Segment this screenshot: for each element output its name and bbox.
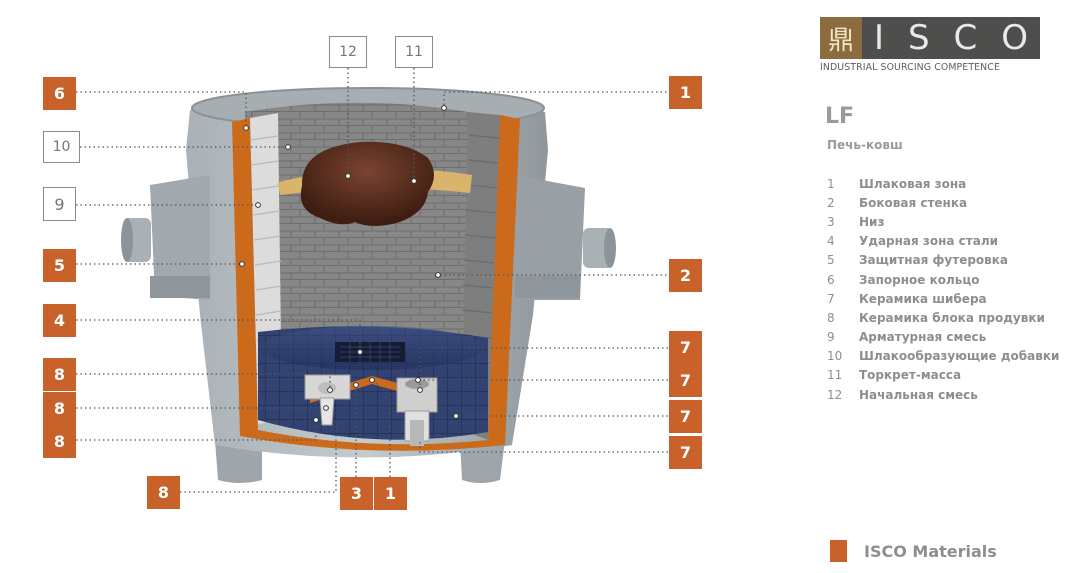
materials-label: ISCO Materials [864,541,997,561]
legend-item: 3 Низ [827,212,1059,231]
legend-label: Боковая стенка [859,195,968,210]
materials-key: ISCO Materials [830,540,997,562]
legend-item: 1 Шлаковая зона [827,174,1059,193]
diagram-subtitle: Печь-ковш [827,138,903,152]
callout-7d: 7 [669,436,702,469]
logo-tagline: INDUSTRIAL SOURCING COMPETENCE [820,62,1000,73]
legend-item: 7 Керамика шибера [827,289,1059,308]
legend-number: 12 [827,387,843,402]
logo-mark-icon: 鼎 [820,17,862,59]
legend-item: 2 Боковая стенка [827,193,1059,212]
callout-1-top: 1 [669,76,702,109]
legend-number: 11 [827,368,843,383]
legend-number: 9 [827,330,835,345]
callout-7c: 7 [669,400,702,433]
component-legend: 1 Шлаковая зона 2 Боковая стенка 3 Низ 4 Уда… [827,174,1059,404]
purging-plug [304,374,351,426]
legend-item: 6 Запорное кольцо [827,270,1059,289]
callout-3: 3 [340,477,373,510]
legend-label: Шлакообразующие добавки [859,349,1060,364]
legend-item: 8 Керамика блока продувки [827,308,1059,327]
legend-number: 6 [827,272,835,287]
legend-item: 9 Арматурная смесь [827,328,1059,347]
logo-letter: O [1001,18,1028,58]
legend-label: Керамика блока продувки [859,310,1045,325]
callout-8c: 8 [43,425,76,458]
leader-lines [76,68,671,493]
right-safety-lining [488,115,520,445]
legend-label: Запорное кольцо [859,272,980,287]
legend-label: Защитная футеровка [859,253,1009,268]
legend-item: 12 Начальная смесь [827,385,1059,404]
trunnion-pins [121,218,616,268]
legend-item: 5 Защитная футеровка [827,251,1059,270]
callout-9: 9 [43,187,76,221]
trunnion-bands [150,175,585,300]
diagram-title: LF [825,104,855,129]
callout-8a: 8 [43,358,76,391]
callout-12: 12 [329,36,367,68]
isco-logo: 鼎 I S C O INDUSTRIAL SOURCING COMPETENCE [820,17,1040,77]
legend-number: 2 [827,195,835,210]
bottom-lining [240,430,505,451]
legend-number: 5 [827,253,835,268]
callout-6: 6 [43,77,76,110]
logo-wordmark: I S C O [862,17,1040,59]
legend-item: 4 Ударная зона стали [827,232,1059,251]
legend-number: 10 [827,349,843,364]
legend-item: 11 Торкрет-масса [827,366,1059,385]
callout-5: 5 [43,249,76,282]
callout-8d: 8 [147,476,180,509]
legend-label: Керамика шибера [859,291,987,306]
legend-label: Арматурная смесь [859,330,987,345]
callout-7b: 7 [669,364,702,397]
legend-label: Ударная зона стали [859,234,999,249]
callout-8b: 8 [43,392,76,425]
callout-2: 2 [669,259,702,292]
legend-number: 3 [827,214,835,229]
legend-label: Низ [859,214,885,229]
callout-4: 4 [43,304,76,337]
metal-dome [300,141,434,226]
callout-7a: 7 [669,331,702,364]
legend-label: Начальная смесь [859,387,978,402]
logo-letter: S [907,18,930,58]
impact-pad [335,342,405,362]
slide-gate-nozzle [396,377,438,446]
legend-number: 1 [827,176,835,191]
callout-1-bottom: 1 [374,477,407,510]
callout-10: 10 [43,131,80,163]
legend-number: 7 [827,291,835,306]
leader-dots [239,105,459,423]
legend-label: Торкрет-масса [859,368,962,383]
legend-number: 8 [827,310,835,325]
logo-letter: C [953,18,978,58]
materials-swatch [830,540,847,562]
left-safety-lining [232,118,258,436]
callout-11: 11 [395,36,433,68]
logo-letter: I [873,18,884,58]
legend-label: Шлаковая зона [859,176,967,191]
legend-item: 10 Шлакообразующие добавки [827,347,1059,366]
legend-number: 4 [827,234,835,249]
